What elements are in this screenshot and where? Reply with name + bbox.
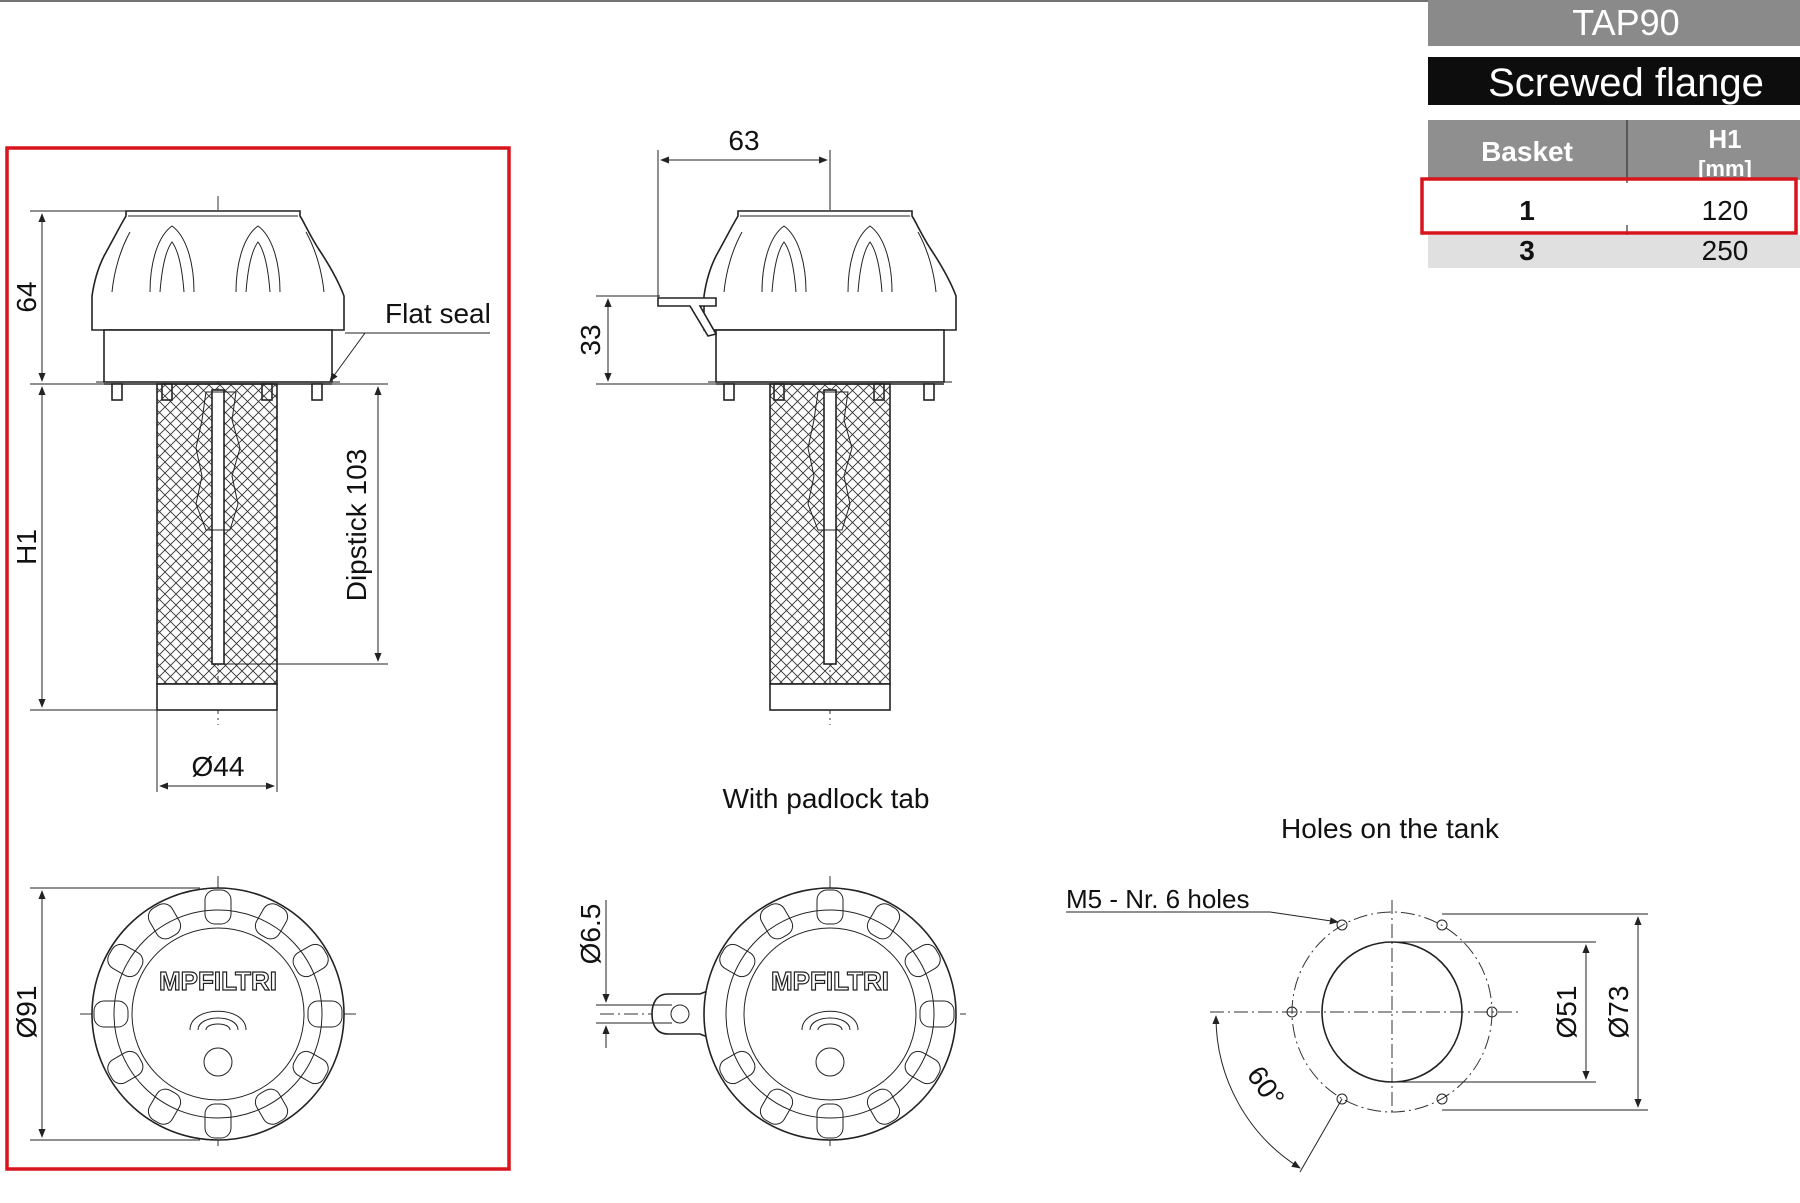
dia-44-label: Ø44 — [192, 751, 245, 782]
angle-60-label: 60° — [1241, 1060, 1291, 1112]
dipstick-label: Dipstick 103 — [341, 449, 372, 602]
logo-mark-icon — [189, 1010, 247, 1077]
dim-64-label: 64 — [11, 281, 42, 312]
table-row — [1428, 235, 1800, 268]
logo-mark-icon — [801, 1010, 859, 1077]
basket-table: Basket H1 [mm] 1 120 3 250 — [1420, 120, 1800, 268]
col-h1-unit: [mm] — [1698, 156, 1752, 181]
table-row — [1428, 183, 1800, 225]
row1-basket: 1 — [1519, 195, 1535, 226]
dia-51-label: Ø51 — [1551, 986, 1582, 1039]
m5-holes-label: M5 - Nr. 6 holes — [1066, 884, 1250, 914]
col-basket-header: Basket — [1481, 136, 1573, 167]
highlight-row-box — [1420, 177, 1798, 235]
variant-bar — [1428, 57, 1800, 105]
logo-wordmark: MPFILTRI — [771, 966, 889, 996]
dim-33-label: 33 — [575, 324, 606, 355]
product-header: TAP90 Screwed flange — [1428, 0, 1800, 105]
col-h1-header: H1 — [1708, 124, 1741, 154]
row3-basket: 3 — [1519, 235, 1535, 266]
top-view: MPFILTRI Ø91 — [11, 876, 356, 1146]
dim-63-label: 63 — [728, 125, 759, 156]
model-title: TAP90 — [1572, 2, 1679, 43]
row3-h1: 250 — [1702, 235, 1749, 266]
tank-holes-view: Holes on the tank M5 - Nr. 6 holes Ø51 Ø… — [1066, 813, 1648, 1173]
holes-caption: Holes on the tank — [1281, 813, 1500, 844]
flat-seal-label: Flat seal — [385, 298, 491, 329]
model-bar — [1428, 0, 1800, 46]
logo-wordmark: MPFILTRI — [159, 966, 277, 996]
side-view: 64 H1 Flat seal Dipstick 103 Ø44 — [11, 196, 491, 792]
padlock-side-view: 63 33 With padlock tab — [575, 125, 957, 814]
padlock-top-view: MPFILTRI Ø6.5 — [575, 876, 966, 1146]
row1-h1: 120 — [1702, 195, 1749, 226]
variant-title: Screwed flange — [1488, 61, 1764, 105]
dim-h1-label: H1 — [11, 529, 42, 565]
dia-73-label: Ø73 — [1603, 986, 1634, 1039]
highlight-selected-view — [5, 146, 511, 1171]
padlock-caption: With padlock tab — [723, 783, 930, 814]
dia-6-5-label: Ø6.5 — [575, 904, 606, 965]
dia-91-label: Ø91 — [11, 986, 42, 1039]
table-header-row — [1428, 120, 1800, 180]
